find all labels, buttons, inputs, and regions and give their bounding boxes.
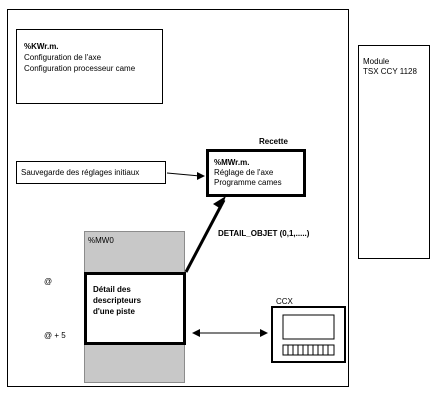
save-initial-settings-box: Sauvegarde des réglages initiaux — [16, 161, 166, 184]
ccx-terminal-icon — [271, 306, 346, 363]
recette-label: Recette — [259, 137, 288, 146]
address-plus-five-label: @ + 5 — [44, 331, 66, 340]
double-arrow-right-head — [260, 329, 268, 337]
address-label: @ — [44, 277, 53, 286]
ccx-label: CCX — [276, 297, 293, 306]
axis-tuning-text: Réglage de l'axe — [214, 168, 274, 177]
recette-box: %MWr.m. Réglage de l'axe Programme cames — [206, 149, 306, 197]
module-reference: TSX CCY 1128 — [363, 67, 417, 76]
detail-line-1: Détail des — [93, 285, 131, 294]
module-frame: Module TSX CCY 1128 — [358, 45, 430, 259]
kw-variable: %KWr.m. — [24, 42, 59, 51]
detail-to-recette-arrowhead — [213, 196, 226, 209]
save-to-recette-arrowhead — [197, 172, 205, 180]
processor-config-box: %KWr.m. Configuration de l'axe Configura… — [16, 29, 163, 104]
cam-program-text: Programme cames — [214, 178, 282, 187]
mw-variable: %MWr.m. — [214, 158, 250, 167]
save-initial-settings-text: Sauvegarde des réglages initiaux — [21, 168, 140, 177]
axis-config-text: Configuration de l'axe — [24, 53, 102, 62]
double-arrow-left-head — [192, 329, 200, 337]
module-label: Module — [363, 57, 390, 66]
mw0-label: %MW0 — [88, 236, 114, 245]
detail-to-recette-arrow — [184, 199, 226, 273]
detail-line-3: d'une piste — [93, 307, 135, 316]
save-to-recette-arrow — [166, 172, 201, 177]
cam-processor-config-text: Configuration processeur came — [24, 64, 136, 73]
detail-line-2: descripteurs — [93, 296, 142, 305]
track-descriptor-detail-box: Détail des descripteurs d'une piste — [84, 272, 186, 345]
detail-objet-label: DETAIL_OBJET (0,1,.....) — [218, 229, 310, 238]
